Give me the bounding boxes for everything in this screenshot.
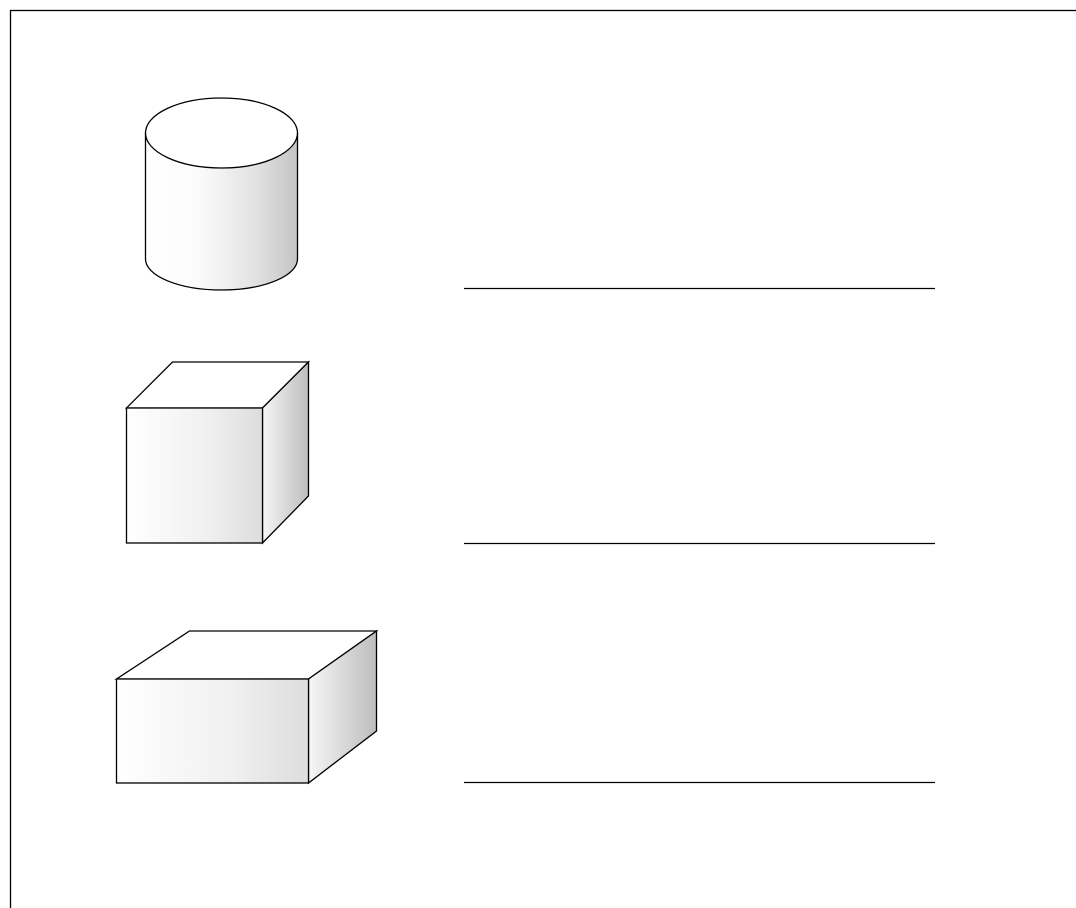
cube-shape bbox=[124, 360, 311, 545]
cylinder-shape bbox=[144, 97, 299, 291]
worksheet-border bbox=[9, 9, 1076, 908]
cuboid-shape bbox=[114, 629, 379, 785]
